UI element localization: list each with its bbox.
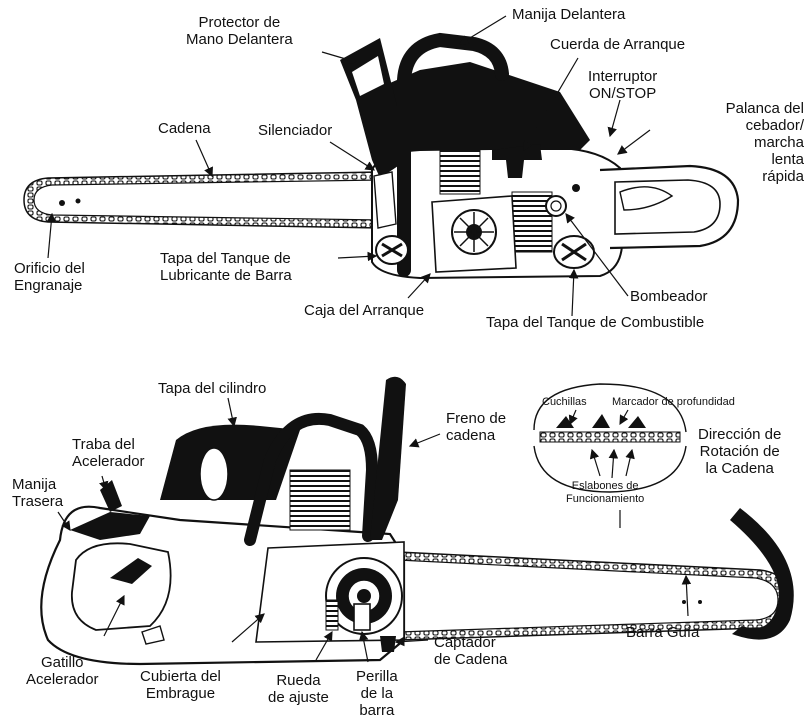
bottom-body xyxy=(41,377,406,664)
top-body xyxy=(340,38,738,278)
label-bar-knob: Perilla de la barra xyxy=(356,668,398,719)
sprocket-hole xyxy=(59,200,65,206)
bar-knob xyxy=(354,604,370,630)
label-throttle-lockout: Traba del Acelerador xyxy=(72,436,145,470)
label-cylinder-cover: Tapa del cilindro xyxy=(158,380,266,397)
top-chainsaw xyxy=(24,16,738,316)
label-chain-brake: Freno de cadena xyxy=(446,410,506,444)
adjustment-wheel xyxy=(326,600,338,630)
label-on-stop-switch: Interruptor ON/STOP xyxy=(588,68,657,102)
label-front-hand-guard: Protector de Mano Delantera xyxy=(186,14,293,48)
label-chain-rotation: Dirección de Rotación de la Cadena xyxy=(698,426,781,477)
label-adjustment-wheel: Rueda de ajuste xyxy=(268,672,329,706)
label-clutch-cover: Cubierta del Embrague xyxy=(140,668,221,702)
label-choke-lever: Palanca del cebador/ marcha lenta rápida xyxy=(692,100,804,185)
label-sprocket-hole: Orificio del Engranaje xyxy=(14,260,85,294)
label-cutters: Cuchillas xyxy=(542,396,587,409)
throttle-lockout xyxy=(100,480,122,512)
bottom-chainsaw xyxy=(41,377,794,664)
bottom-guide-bar xyxy=(398,552,790,640)
label-depth-gauge: Marcador de profundidad xyxy=(612,396,735,409)
label-starter-rope: Cuerda de Arranque xyxy=(550,36,685,53)
label-throttle-trigger: Gatillo Acelerador xyxy=(26,654,99,688)
front-hand-guard xyxy=(340,38,398,178)
label-chain-catcher: Captador de Cadena xyxy=(434,634,507,668)
label-bar-oil-cap: Tapa del Tanque de Lubricante de Barra xyxy=(160,250,292,284)
label-rear-handle: Manija Trasera xyxy=(12,476,63,510)
top-guide-bar xyxy=(24,172,380,228)
label-front-handle: Manija Delantera xyxy=(512,6,625,23)
label-guide-bar: Barra Guía xyxy=(626,624,699,641)
label-chain: Cadena xyxy=(158,120,211,137)
label-starter-housing: Caja del Arranque xyxy=(304,302,424,319)
label-drive-links: Eslabones de Funcionamiento xyxy=(566,480,644,506)
label-primer-bulb: Bombeador xyxy=(630,288,708,305)
label-fuel-cap: Tapa del Tanque de Combustible xyxy=(486,314,704,331)
chain-catcher xyxy=(380,636,396,652)
label-muffler: Silenciador xyxy=(258,122,332,139)
